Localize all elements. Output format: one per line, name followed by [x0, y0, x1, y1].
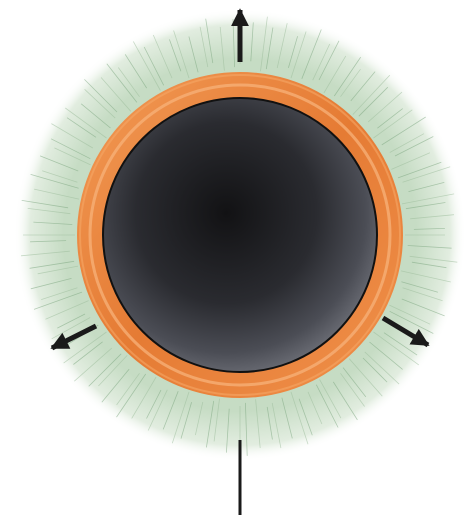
dark-core	[103, 98, 377, 372]
